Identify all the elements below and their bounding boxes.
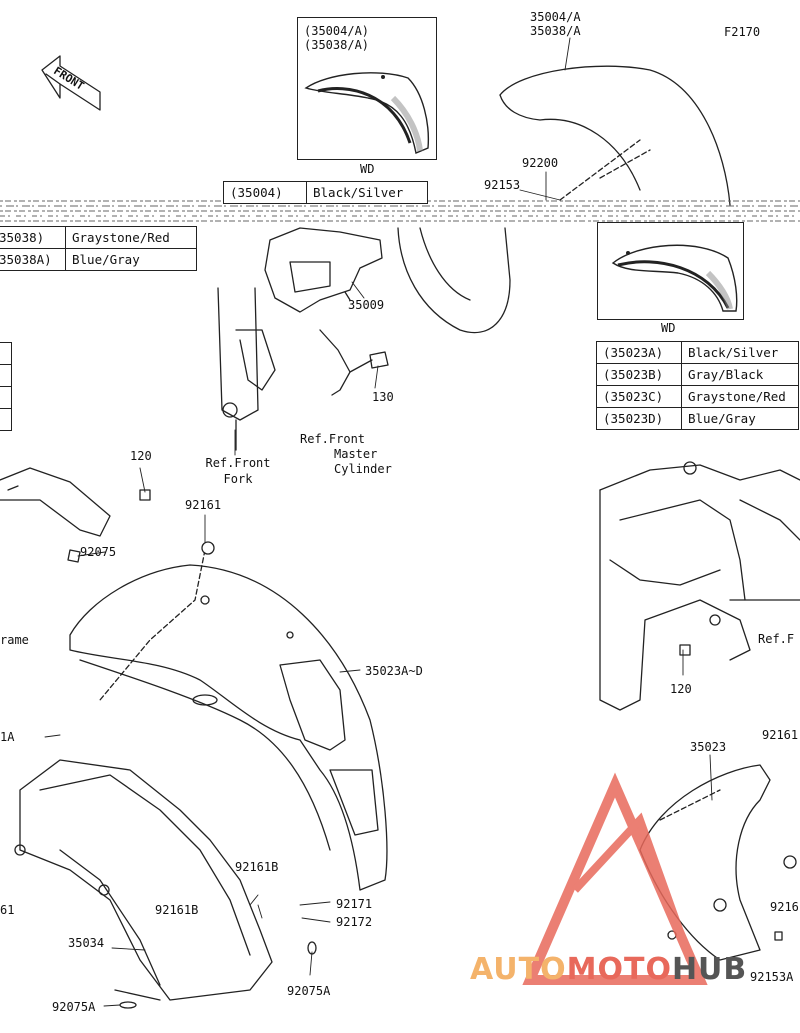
part-label-130: 130 [372,390,394,404]
table-row: 35038A) Blue/Gray [0,248,197,271]
part-label-92161: 92161 [185,498,222,512]
ref-front-fork-2: Fork [223,472,253,486]
color-table-35023: (35023A) Black/Silver (35023B) Gray/Blac… [596,341,799,430]
watermark-moto: MOTO [566,952,672,987]
color-code: (35023A) [596,341,682,364]
part-label-92172: 92172 [336,915,373,929]
ref-master-cylinder-2: Master [334,447,378,461]
inner-fender-drawing [14,759,317,1009]
table-row: (35004) Black/Silver [223,181,428,204]
watermark-auto: AUTO [470,952,567,987]
front-fork-drawing [217,287,276,451]
ref-master-cylinder-3: Cylinder [334,462,392,476]
part-label-61: 61 [0,903,15,917]
inset-part-1: (35004/A) [304,24,370,38]
inset-rear-fender-drawing [611,244,738,312]
leader-lines [44,37,713,1007]
part-label-35004: 35004/A [530,10,581,24]
part-label-120-right: 120 [670,682,692,696]
table-row: (35023B) Gray/Black [596,363,799,386]
part-label-120-left: 120 [130,449,152,463]
figure-code: F2170 [724,25,761,39]
color-table-35038: 35038) Graystone/Red 35038A) Blue/Gray [0,226,197,271]
part-label-35038: 35038/A [530,24,581,38]
table-row [0,408,12,431]
color-name: Black/Silver [681,341,799,364]
color-code: (35023D) [596,407,682,430]
inset-front-fender-wd: (35004/A) (35038/A) [297,17,437,160]
color-name: Gray/Black [681,363,799,386]
inset-part-2: (35038/A) [304,38,370,52]
part-label-35034: 35034 [68,936,105,950]
part-label-35009: 35009 [348,298,385,312]
inset-rear-fender-wd [597,222,744,320]
bracket-drawing [264,227,389,396]
color-name: Blue/Gray [681,407,799,430]
left-stay-drawing [0,467,151,563]
color-name: Graystone/Red [65,226,197,249]
part-label-1a: 1A [0,730,15,744]
color-code: (35023C) [596,385,682,408]
part-label-92200: 92200 [522,156,559,170]
part-label-35023a-d: 35023A~D [365,664,423,678]
partial-table-left [0,342,12,431]
table-row: (35023C) Graystone/Red [596,385,799,408]
color-code: 35038A) [0,248,66,271]
watermark-logo [522,772,708,985]
color-code: (35023B) [596,363,682,386]
part-label-92153: 92153 [484,178,521,192]
part-label-92075: 92075 [80,545,117,559]
color-code: (35004) [223,181,307,204]
color-code: 35038) [0,226,66,249]
color-name: Graystone/Red [681,385,799,408]
color-name: Blue/Gray [65,248,197,271]
watermark-text: AUTOMOTOHUB [470,952,747,987]
ref-master-cylinder-1: Ref.Front [300,432,366,446]
table-row: (35023A) Black/Silver [596,341,799,364]
part-label-92171: 92171 [336,897,373,911]
ref-frame-right: Ref.F [758,632,795,646]
color-name: Black/Silver [306,181,428,204]
part-label-92075a-right: 92075A [287,984,331,998]
table-row: 35038) Graystone/Red [0,226,197,249]
part-label-92161b-left: 92161B [155,903,199,917]
watermark-hub: HUB [671,952,748,987]
ref-front-fork-1: Ref.Front [205,456,271,470]
part-label-92153a: 92153A [750,970,794,984]
inset-fender-drawing [304,72,430,154]
inset-mid-caption: WD [661,321,676,335]
part-label-9216-right: 9216 [770,900,799,914]
ref-frame-label: rame [0,633,29,647]
part-label-92161-right: 92161 [762,728,799,742]
table-row [0,386,12,409]
table-row: (35023D) Blue/Gray [596,407,799,430]
part-label-92075a-left: 92075A [52,1000,96,1014]
front-arrow-icon [41,55,101,111]
rear-fender-drawing [69,541,388,891]
right-fender-drawing [639,764,797,961]
table-row [0,364,12,387]
color-table-35004: (35004) Black/Silver [223,181,428,204]
table-row [0,342,12,365]
inset-top-caption: WD [360,162,375,176]
rear-frame-drawing [599,461,800,711]
front-fender-drawing [397,65,731,334]
part-label-35023: 35023 [690,740,727,754]
part-label-92161b-right: 92161B [235,860,279,874]
